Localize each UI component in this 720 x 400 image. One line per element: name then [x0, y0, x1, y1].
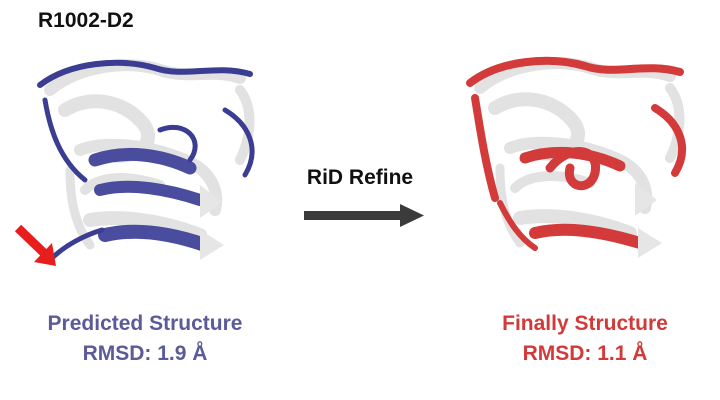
arrow-label: RiD Refine	[306, 166, 414, 189]
right-arrow-icon	[304, 204, 424, 227]
sheet-arrowhead	[200, 230, 224, 260]
figure-title: R1002-D2	[38, 9, 134, 32]
sheet-arrowhead	[638, 228, 662, 258]
sheet-arrowhead	[635, 183, 657, 216]
predicted-caption: Predicted Structure RMSD: 1.9 Å	[20, 309, 270, 369]
predicted-ribbons	[37, 59, 255, 263]
refine-arrow: RiD Refine	[300, 166, 430, 236]
final-label: Finally Structure	[502, 312, 668, 335]
predicted-structure-render	[10, 50, 270, 280]
sheet-arrowhead	[200, 185, 222, 218]
final-ribbons	[466, 56, 687, 251]
highlight-arrow-icon	[14, 224, 56, 266]
final-structure-render	[440, 48, 700, 278]
predicted-label: Predicted Structure	[47, 312, 243, 335]
final-caption: Finally Structure RMSD: 1.1 Å	[470, 309, 700, 369]
predicted-rmsd: RMSD: 1.9 Å	[82, 342, 208, 365]
final-rmsd: RMSD: 1.1 Å	[522, 342, 648, 365]
